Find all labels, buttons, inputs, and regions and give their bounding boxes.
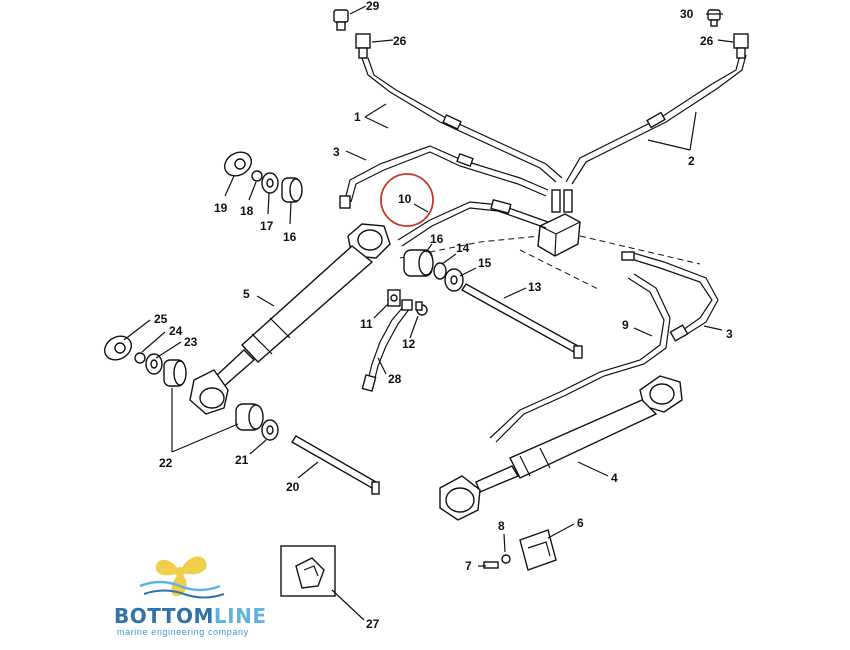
logo-name-part2: LINE bbox=[213, 604, 267, 628]
callout-22: 22 bbox=[159, 456, 173, 470]
callout-17: 17 bbox=[260, 219, 274, 233]
callout-19: 19 bbox=[214, 201, 228, 215]
propeller-icon bbox=[139, 556, 225, 599]
hydraulic-line-2 bbox=[565, 54, 747, 185]
callout-29: 29 bbox=[366, 0, 380, 13]
leader-lines bbox=[123, 5, 734, 621]
callout-3-upper: 3 bbox=[333, 145, 340, 159]
washer-15 bbox=[444, 268, 464, 292]
callout-8: 8 bbox=[498, 519, 505, 533]
fitting-26-right bbox=[733, 33, 749, 59]
nut-24 bbox=[134, 352, 146, 364]
callout-23: 23 bbox=[184, 335, 198, 349]
callout-13: 13 bbox=[528, 280, 542, 294]
hydraulic-line-1 bbox=[361, 57, 563, 183]
highlight-ring bbox=[380, 173, 434, 227]
bolt-12 bbox=[415, 301, 428, 316]
clip-6 bbox=[519, 529, 557, 571]
logo-tagline: marine engineering company bbox=[117, 627, 249, 637]
callout-9: 9 bbox=[622, 318, 629, 332]
fitting-30 bbox=[707, 9, 721, 27]
callout-30: 30 bbox=[680, 7, 694, 21]
washer-21 bbox=[261, 419, 279, 441]
callout-27: 27 bbox=[366, 617, 380, 631]
callout-16-upper: 16 bbox=[283, 230, 297, 244]
ground-cable-28 bbox=[361, 299, 413, 392]
valve-block bbox=[537, 189, 581, 257]
callout-11: 11 bbox=[360, 317, 373, 331]
callout-24: 24 bbox=[169, 324, 183, 338]
washer-17 bbox=[261, 172, 279, 194]
hose-10 bbox=[397, 198, 549, 247]
tie-rod-20 bbox=[291, 435, 380, 495]
callout-16-center: 16 bbox=[430, 232, 444, 246]
callout-4: 4 bbox=[611, 471, 618, 485]
tie-rod-13 bbox=[460, 283, 583, 359]
bushing-16-center bbox=[403, 249, 434, 277]
hose-3-upper bbox=[339, 145, 549, 209]
steering-cylinder-4 bbox=[439, 375, 683, 521]
callout-14: 14 bbox=[456, 241, 470, 255]
mounting-flange-25 bbox=[103, 335, 133, 361]
washer-23 bbox=[145, 353, 163, 375]
screw-7 bbox=[483, 561, 499, 569]
washer-8 bbox=[501, 554, 511, 564]
callout-7: 7 bbox=[465, 559, 472, 573]
bushing-22-upper bbox=[163, 359, 187, 387]
callout-15: 15 bbox=[478, 256, 492, 270]
callout-1: 1 bbox=[354, 110, 361, 124]
fitting-26-left bbox=[355, 33, 371, 59]
bracket-11 bbox=[387, 289, 401, 307]
callout-12: 12 bbox=[402, 337, 416, 351]
callout-10: 10 bbox=[398, 192, 412, 206]
callout-6: 6 bbox=[577, 516, 584, 530]
callout-26-right: 26 bbox=[700, 34, 714, 48]
steering-cylinder-5 bbox=[189, 223, 391, 415]
nut-18 bbox=[251, 170, 263, 182]
callout-20: 20 bbox=[286, 480, 300, 494]
logo-wordmark: BOTTOMLINE bbox=[114, 604, 267, 628]
fitting-29 bbox=[333, 9, 349, 31]
washer-14 bbox=[433, 262, 447, 280]
callout-28: 28 bbox=[388, 372, 402, 386]
callout-2: 2 bbox=[688, 154, 695, 168]
callout-25: 25 bbox=[154, 312, 168, 326]
callout-18: 18 bbox=[240, 204, 254, 218]
callout-labels: 29 26 30 26 1 2 3 19 18 17 16 10 16 14 1… bbox=[154, 0, 733, 631]
bushing-22-lower bbox=[235, 403, 264, 431]
callout-5: 5 bbox=[243, 287, 250, 301]
callout-26-left: 26 bbox=[393, 34, 407, 48]
hose-9 bbox=[489, 273, 671, 443]
callout-3-lower: 3 bbox=[726, 327, 733, 341]
logo-name-part1: BOTTOM bbox=[114, 604, 214, 628]
callout-21: 21 bbox=[235, 453, 249, 467]
hose-3-lower bbox=[621, 251, 719, 342]
inset-part-27 bbox=[280, 545, 336, 597]
bushing-16-upper bbox=[281, 177, 303, 203]
mounting-flange-19 bbox=[223, 151, 253, 177]
